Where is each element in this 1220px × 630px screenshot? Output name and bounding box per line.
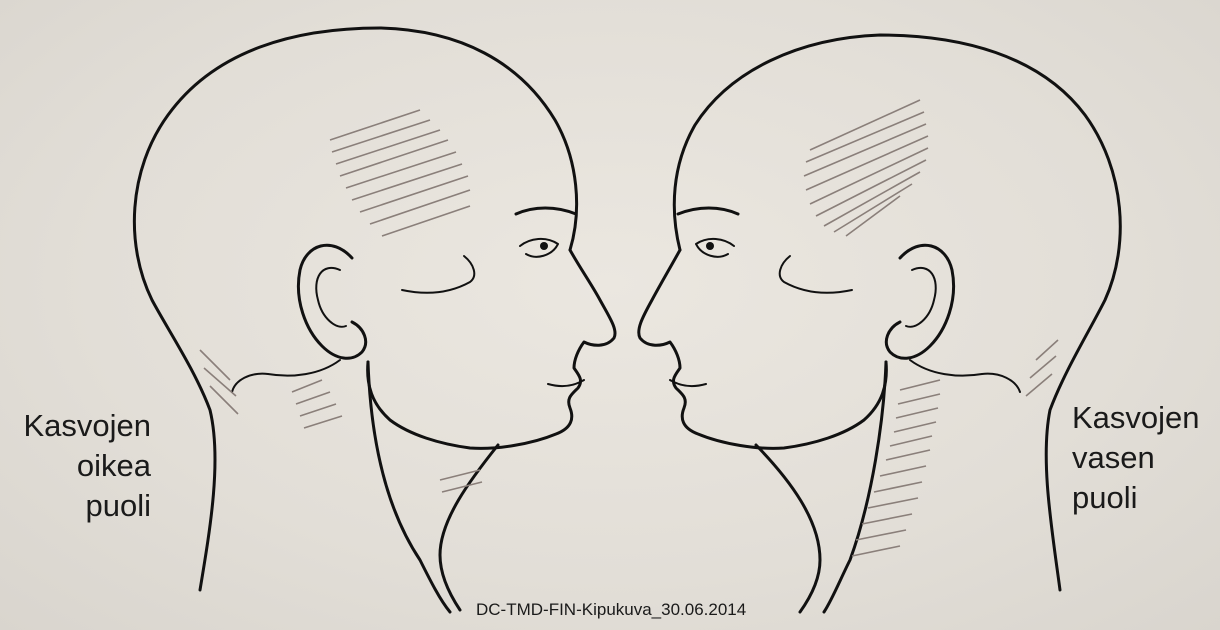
ear-inner	[906, 268, 936, 327]
face-profile	[639, 250, 887, 448]
cheek-line	[402, 256, 474, 293]
skull-outline	[674, 35, 1120, 590]
pupil	[540, 242, 548, 250]
ear-inner	[316, 268, 346, 327]
label-line: puoli	[1072, 478, 1217, 518]
label-line: vasen	[1072, 438, 1217, 478]
pain-shading-neck	[852, 340, 1058, 556]
label-line: puoli	[8, 486, 151, 526]
jaw-angle	[910, 360, 1020, 392]
label-line: Kasvojen	[1072, 398, 1217, 438]
pain-shading-neck	[200, 350, 482, 492]
pain-shading-temple	[330, 110, 470, 236]
eye	[520, 239, 558, 257]
back-neck	[824, 362, 886, 612]
ear	[886, 245, 953, 358]
label-line: oikea	[8, 446, 151, 486]
label-line: Kasvojen	[8, 406, 151, 446]
skull-outline	[134, 28, 576, 590]
pupil	[706, 242, 714, 250]
ear	[298, 245, 365, 358]
eye	[696, 239, 734, 257]
head-profile-left-side	[639, 35, 1121, 612]
front-neck	[756, 445, 820, 612]
front-neck	[440, 445, 498, 610]
jaw-angle	[232, 360, 340, 392]
back-neck	[368, 362, 450, 612]
head-profile-right-side	[134, 28, 615, 612]
pain-shading-temple	[804, 100, 928, 236]
eyebrow	[678, 208, 738, 214]
face-profile	[368, 250, 615, 448]
eyebrow	[516, 208, 576, 214]
document-id-footer: DC-TMD-FIN-Kipukuva_30.06.2014	[476, 600, 796, 620]
label-right-side-of-face: Kasvojen oikea puoli	[8, 406, 151, 526]
cheek-line	[780, 256, 852, 293]
label-left-side-of-face: Kasvojen vasen puoli	[1072, 398, 1217, 518]
